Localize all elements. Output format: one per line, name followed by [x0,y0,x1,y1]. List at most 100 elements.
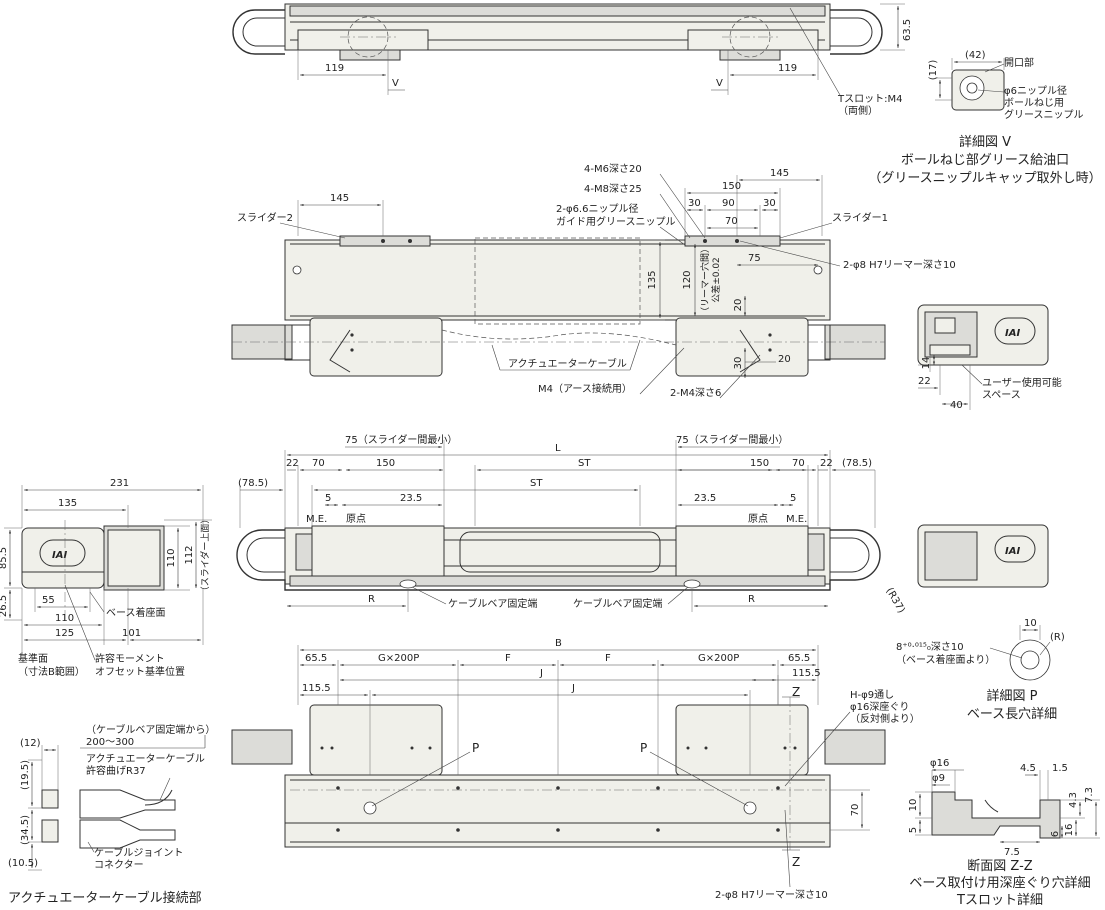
front-dim-125: 125 [55,628,74,639]
joint-label-2: コネクター [94,859,144,871]
bottom-dim-70: 70 [850,804,861,817]
detail-v-caption2: ボールねじ部グリース給油口 [901,153,1069,168]
detail-v-nipple3: グリースニップル [1004,108,1084,121]
front-view: IAI 231 135 85.5 26.5 110 112 （スライダー上面） … [0,478,212,678]
gx200p-left: G×200P [378,653,419,664]
main-dim-L: L [555,443,561,454]
slider1-label: スライダー1 [832,211,888,224]
front-base-seat: ベース着座面 [106,606,166,619]
section-phi9: φ9 [932,773,945,784]
main-dim-70-right: 70 [792,458,805,469]
detail-p-tol-sub: （ベース着座面より） [896,653,995,666]
section-phi16: φ16 [930,758,949,769]
bottom-dim-J-top: J [539,668,543,679]
slider-dim-20a: 20 [733,299,744,312]
p-left: P [472,741,479,755]
top-dim-left: 119 [325,63,344,74]
front-dim-135: 135 [58,498,77,509]
front-dim-231: 231 [110,478,129,489]
user-space-2: スペース [982,390,1021,401]
view-mark-right: V [716,78,723,89]
bottom-dim-65-5-left: 65.5 [305,653,327,664]
hole-1: H-φ9通し [850,689,894,701]
slider-dim-75: 75 [748,253,761,264]
origin-left: 原点 [346,513,366,525]
slider-dim-120: 120 [682,270,693,289]
front-ref-plane-2: （寸法B範囲） [18,665,85,678]
front-slider-top: （スライダー上面） [199,515,211,596]
detail-p-caption2: ベース長穴詳細 [967,706,1057,722]
z-top: Z [792,685,800,699]
section-16: 16 [1064,824,1075,837]
cable-note-1: （ケーブルベア固定端から） [86,723,215,736]
top-view: 119 119 V V 63.5 Tスロット:M4 （両側） [232,3,913,117]
z-bottom: Z [792,855,800,869]
bottom-dim-115-5-right: 115.5 [792,668,821,679]
front-dim-110: 110 [166,548,177,567]
bottom-dim-J: J [571,683,575,694]
cable-caption: アクチュエーターケーブル接続部 [8,890,202,906]
main-dim-ST-top: ST [578,458,591,469]
cable-dim-12: (12) [20,738,41,749]
section-10: 10 [908,799,919,812]
cable-detail: (12) (19.5) (34.5) (10.5) （ケーブルベア固定端から） … [8,723,215,906]
origin-right: 原点 [748,513,768,525]
cable-label-1: アクチュエーターケーブル [86,752,205,765]
reamer-label: 2-φ8 H7リーマー深さ10 [843,259,956,271]
slider-dim-30a: 30 [688,198,701,209]
detail-p-R: (R) [1050,632,1065,643]
detail-v-opening: 開口部 [1004,56,1034,69]
bottom-dim-B: B [555,638,562,649]
cable-dim-34-5: (34.5) [20,815,31,845]
gx200p-right: G×200P [698,653,739,664]
top-dim-height: 63.5 [902,19,913,41]
section-5: 5 [908,827,919,833]
top-dim-right: 119 [778,63,797,74]
slider-dim-30c: 30 [733,357,744,370]
front-dim-110b: 110 [55,613,74,624]
m4-depth-label: 2-M4深さ6 [670,387,721,399]
side-right-14: 14 [921,357,932,370]
dim-F-left: F [505,653,511,664]
main-dim-ST: ST [530,478,543,489]
main-dim-5-left: 5 [325,493,331,504]
side-right-40: 40 [950,400,963,411]
front-moment-1: 許容モーメント [95,652,165,665]
side-right-view: IAI 14 22 40 ユーザー使用可能 スペース [917,304,1062,411]
detail-v-42: (42) [965,50,986,61]
slider-dim-30b: 30 [763,198,776,209]
main-dim-23-5-right: 23.5 [694,493,716,504]
front-dim-85-5: 85.5 [0,547,9,569]
main-dim-5-right: 5 [790,493,796,504]
m4-earth-label: M4（アース接続用） [538,382,632,395]
section-7-5: 7.5 [1004,847,1020,858]
main-view: L 75（スライダー間最小） 75（スライダー間最小） ST ST (78.5)… [236,433,907,615]
slider-dim-90: 90 [722,198,735,209]
front-dim-55: 55 [42,595,55,606]
side-right-22: 22 [918,376,931,387]
cable-fix-left: ケーブルベア固定端 [448,597,537,610]
main-dim-22-left: 22 [286,458,299,469]
bottom-view: B 65.5 G×200P F F G×200P 65.5 J 115.5 J … [231,638,920,901]
reamer-tol-1: （リーマー穴間） [699,244,711,316]
side-mid-logo: IAI [1005,546,1020,557]
section-1-5: 1.5 [1052,763,1068,774]
slider-dim-145-right: 145 [770,168,789,179]
main-dim-22-right: 22 [820,458,833,469]
bottom-reamer: 2-φ8 H7リーマー深さ10 [715,889,828,901]
front-dim-101: 101 [122,628,141,639]
tslot-label: Tスロット:M4 [837,94,902,105]
slider-dim-145-left: 145 [330,193,349,204]
me-right: M.E. [786,514,807,525]
cable-dim-19-5: (19.5) [20,760,31,790]
detail-p-10: 10 [1024,618,1037,629]
main-dim-23-5-left: 23.5 [400,493,422,504]
cable-label: アクチュエーターケーブル [508,357,627,370]
cable-note-2: 200～300 [86,737,134,748]
main-dim-70-left: 70 [312,458,325,469]
cable-label-2: 許容曲げR37 [86,764,146,777]
detail-v-caption1: 詳細図 V [959,134,1011,150]
nipple-b-label: ガイド用グリースニップル [556,215,676,228]
main-dim-150-left: 150 [376,458,395,469]
